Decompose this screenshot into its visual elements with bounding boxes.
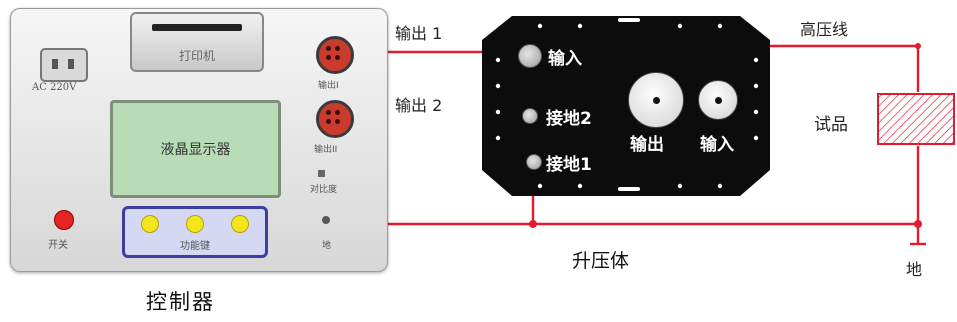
power-switch[interactable] [54,210,74,230]
transformer-ground2-port [522,108,538,124]
function-keypad: 功能键 [122,206,268,258]
transformer-hv-input-port [698,80,738,120]
transformer-output-port [628,72,684,128]
specimen-label: 试品 [814,115,848,135]
specimen-block [877,93,955,145]
paper-slot [152,24,242,31]
power-switch-label: 开关 [48,240,68,251]
earth-label: 地 [906,260,923,279]
lcd-label: 液晶显示器 [160,142,231,158]
lcd-display: 液晶显示器 [110,100,281,198]
transformer-ground2-label: 接地2 [546,109,592,129]
contrast-knob[interactable] [318,170,325,177]
function-key-2[interactable] [186,215,204,233]
power-socket-label: AC 220V [32,82,77,93]
power-socket-icon [40,48,88,82]
output2-wire-label: 输出 2 [395,96,443,115]
output1-wire-label: 输出 1 [395,24,443,43]
transformer-title: 升压体 [572,250,630,272]
controller-title: 控制器 [146,290,215,314]
transformer-ground1-label: 接地1 [546,155,592,175]
contrast-label: 对比度 [310,185,338,195]
transformer-output-label: 输出 [630,135,664,155]
printer: 打印机 [130,12,264,72]
printer-label: 打印机 [178,49,215,63]
controller-ground-label: 地 [322,241,332,251]
function-key-1[interactable] [141,215,159,233]
hv-line-label: 高压线 [800,20,849,39]
controller-ground-terminal [322,216,330,224]
transformer-hv-input-label: 输入 [700,135,734,155]
function-key-3[interactable] [231,215,249,233]
output2-connector-label: 输出II [314,145,338,155]
keypad-label: 功能键 [180,241,210,252]
transformer-input-port [518,44,542,68]
transformer-input-label: 输入 [548,49,582,69]
output1-connector [316,36,354,74]
transformer-body [482,16,770,196]
output2-connector [316,100,354,138]
transformer-ground1-port [526,154,542,170]
output1-connector-label: 输出I [318,81,339,91]
